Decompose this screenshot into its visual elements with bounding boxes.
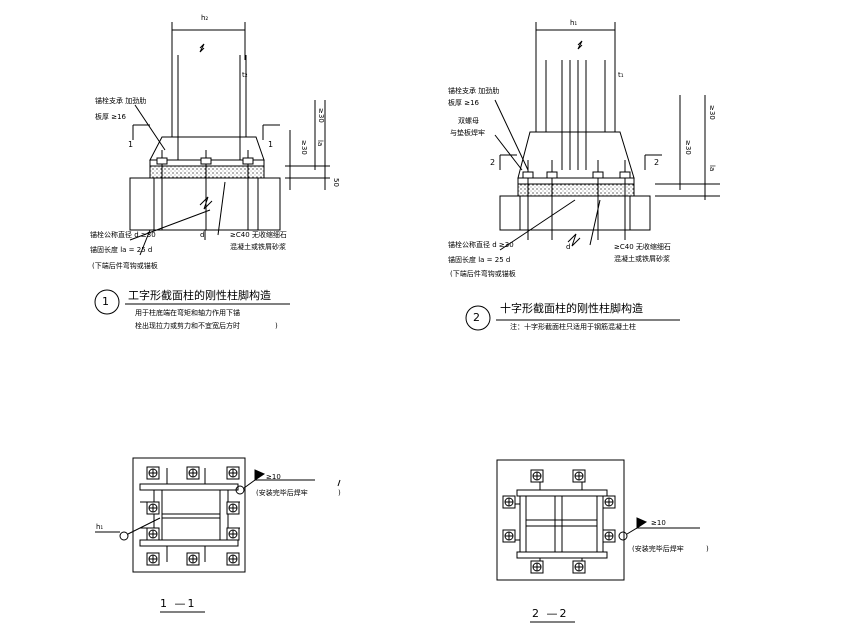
anchor-bolt-symbol (226, 552, 240, 566)
plan2-close: ) (706, 545, 709, 553)
detail2-section-mark-left: 2 (490, 158, 496, 167)
detail2-concrete-label: ≥C40 无收缩细石 (614, 243, 671, 251)
plan2-weld-label: ≥10 (651, 519, 666, 527)
detail1-flange-label: t₂ (242, 71, 248, 79)
detail1-dim-la: la (316, 140, 324, 147)
plan1-h-label: h₁ (96, 523, 104, 531)
detail1-section-mark-right: 1 (268, 140, 274, 149)
detail1-note-close: ) (275, 322, 278, 330)
anchor-bolt-symbol (502, 529, 516, 543)
detail1-concrete-label2: 混凝土或铁屑砂浆 (230, 243, 286, 251)
detail2-anchor-len-label: 锚固长度 la = 25 d (448, 256, 511, 264)
anchor-bolt-symbol (226, 466, 240, 480)
anchor-bolt-symbol (186, 552, 200, 566)
detail1-dim-ge30: ≥30 (317, 108, 325, 123)
detail1-anchor-note: (下端后件弯钩或锚板 (92, 262, 158, 270)
anchor-bolt-symbol (186, 466, 200, 480)
anchor-bolt-symbol (226, 527, 240, 541)
detail1-bolt-diam-label: 锚栓公称直径 d ≥30 (90, 231, 156, 239)
plan1-install-note: (安装完毕后焊牢 (256, 489, 308, 497)
plan1-section-title: 1 —1 (160, 597, 197, 610)
detail2-flange-label: t₁ (618, 71, 624, 79)
anchor-bolt-symbol (602, 495, 616, 509)
anchor-bolt-symbol (572, 560, 586, 574)
plan2-section-title: 2 —2 (532, 607, 569, 620)
anchor-bolt-symbol (530, 560, 544, 574)
detail2-number: 2 (473, 311, 480, 324)
plan1-weld-label: ≥10 (266, 473, 281, 481)
anchor-bolt-symbol (502, 495, 516, 509)
detail1-title: 工字形截面柱的刚性柱脚构造 (128, 289, 271, 302)
detail2-note: 注：十字形截面柱只适用于钢筋混凝土柱 (510, 323, 636, 331)
detail2-dim-ge30: ≥30 (708, 105, 716, 120)
detail1-section-mark-left: 1 (128, 140, 134, 149)
detail2-width-label: h₁ (570, 19, 578, 27)
anchor-bolt-symbol (146, 466, 160, 480)
anchor-bolt-symbol (602, 529, 616, 543)
detail1-d-label: d (200, 231, 205, 239)
detail2-bolt-diam-label: 锚栓公称直径 d ≥30 (448, 241, 514, 249)
plan2-install-note: (安装完毕后焊牢 (632, 545, 684, 553)
detail1-elevation (94, 22, 330, 315)
plan1-close: ) (338, 489, 341, 497)
detail1-plate-label: 板厚 ≥16 (95, 113, 126, 121)
detail1-number: 1 (102, 295, 109, 308)
detail1-note-line2: 栓出现拉力或剪力和不宜宽后方时 (135, 322, 240, 330)
detail2-nut-label: 双螺母 (458, 117, 479, 125)
detail1-concrete-label: ≥C40 无收缩细石 (230, 231, 287, 239)
detail2-stiffener-label: 锚栓支承 加劲肋 (448, 87, 500, 95)
anchor-bolt-symbol (146, 527, 160, 541)
detail2-dim-ge30b: ≥30 (684, 140, 692, 155)
plan1-drawing (95, 457, 341, 613)
anchor-bolt-symbol (146, 552, 160, 566)
detail2-plate-label: 板厚 ≥16 (448, 99, 479, 107)
anchor-bolt-symbol (530, 469, 544, 483)
plan2-drawing (496, 459, 700, 623)
detail2-title: 十字形截面柱的刚性柱脚构造 (500, 302, 643, 315)
detail2-anchor-note: (下端后件弯钩或锚板 (450, 270, 516, 278)
anchor-bolt-symbol (572, 469, 586, 483)
anchor-bolt-symbol (146, 501, 160, 515)
detail1-note-line1: 用于柱底端在弯矩和轴力作用下锚 (135, 309, 240, 317)
detail2-dim-la: la (708, 165, 716, 172)
detail1-width-label: h₂ (201, 14, 209, 22)
detail2-d-label: d (566, 243, 571, 251)
detail1-dim-50: 50 (332, 178, 340, 187)
detail1-anchor-len-label: 锚固长度 la = 25 d (90, 246, 153, 254)
detail2-section-mark-right: 2 (654, 158, 660, 167)
anchor-bolt-symbol (226, 501, 240, 515)
detail2-concrete-label2: 混凝土或铁屑砂浆 (614, 255, 670, 263)
detail2-washer-label: 与垫板焊牢 (450, 129, 485, 137)
detail1-stiffener-label: 锚栓支承 加劲肋 (95, 97, 147, 105)
detail2-elevation (465, 22, 720, 331)
detail1-dim-ge30b: ≥30 (300, 140, 308, 155)
